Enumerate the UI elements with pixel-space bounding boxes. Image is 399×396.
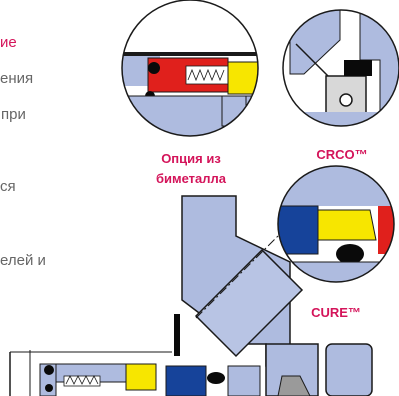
detail-circle-red — [122, 0, 258, 136]
main-seal-cross-section — [9, 195, 373, 396]
bimetal-label-line1: Опция из — [161, 151, 221, 166]
cure-label: CURE™ — [311, 305, 361, 320]
text-line-4: ся — [0, 178, 16, 195]
text-line-3: при — [1, 106, 26, 123]
text-line-5: елей и — [0, 252, 46, 269]
text-line-2: ения — [0, 70, 34, 87]
text-line-1: ие — [0, 34, 17, 51]
crco-label: CRCO™ — [316, 147, 368, 162]
detail-circle-crco — [283, 10, 399, 126]
bimetal-label-line2: биметалла — [155, 171, 227, 186]
